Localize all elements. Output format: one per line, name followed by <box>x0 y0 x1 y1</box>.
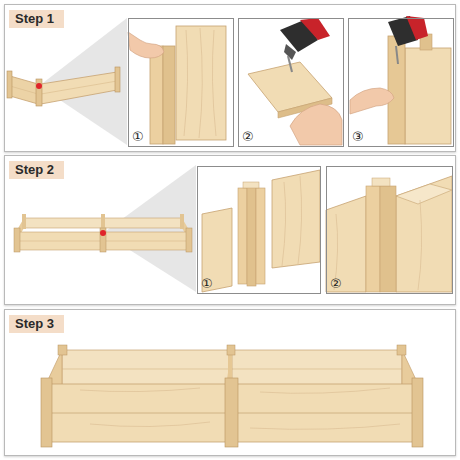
callout-number: ③ <box>352 130 364 144</box>
board-insert <box>176 26 226 140</box>
board-insert <box>184 28 216 138</box>
raised-bed <box>80 388 400 429</box>
post-assembled <box>380 186 396 292</box>
callout-number: ② <box>330 277 342 291</box>
long-bed <box>100 228 106 252</box>
step-panel: Step 3 <box>4 309 456 456</box>
bed-corner <box>115 67 120 92</box>
post-parts <box>243 182 259 188</box>
long-bed <box>22 214 26 229</box>
callout-number: ① <box>132 130 144 144</box>
drill-board <box>290 104 342 145</box>
drill-corner <box>405 48 451 144</box>
step-panel: Step 2 ① ② <box>4 155 456 305</box>
post-parts <box>202 208 232 292</box>
raised-bed <box>397 345 406 355</box>
post-parts <box>238 188 247 284</box>
post-assembled <box>366 186 380 292</box>
detail-inset: ③ <box>348 18 454 147</box>
raised-bed <box>227 345 235 355</box>
bed-corner <box>41 81 117 94</box>
zoom-wedge <box>39 18 127 145</box>
long-bed <box>14 228 20 252</box>
post-assembled <box>334 200 422 290</box>
drill-corner <box>350 16 451 144</box>
step-heading: Step 2 <box>9 161 64 179</box>
drill-board <box>288 56 292 72</box>
bed-corner <box>10 76 38 104</box>
raised-bed <box>41 345 423 447</box>
board-insert <box>150 46 163 144</box>
drill-corner <box>396 46 398 64</box>
drill-board <box>300 18 330 40</box>
board-insert <box>128 32 164 58</box>
step-heading: Step 1 <box>9 10 64 28</box>
long-bed <box>100 230 106 236</box>
post-parts <box>256 188 265 284</box>
detail-inset: ① <box>128 18 234 147</box>
post-parts <box>272 170 320 268</box>
drill-corner <box>406 16 428 40</box>
drill-corner <box>388 36 405 144</box>
board-insert <box>163 46 175 144</box>
bed-corner <box>7 67 120 106</box>
bed-corner <box>36 83 42 89</box>
drill-board <box>284 44 296 60</box>
detail-inset: ② <box>326 166 453 294</box>
long-bed <box>14 214 192 252</box>
drill-corner <box>350 88 394 114</box>
post-assembled <box>326 176 452 292</box>
drill-board <box>248 18 342 145</box>
long-bed <box>180 214 184 229</box>
bed-corner <box>36 79 42 106</box>
post-assembled <box>372 178 390 186</box>
bed-corner <box>7 71 12 98</box>
post-assembled <box>396 184 452 204</box>
long-bed <box>101 214 105 229</box>
post-parts <box>202 170 320 292</box>
zoom-wedge <box>39 18 196 292</box>
zoom-wedge <box>103 165 196 292</box>
bed-corner <box>41 72 117 104</box>
step-heading: Step 3 <box>9 315 64 333</box>
raised-bed <box>41 378 52 447</box>
step-panel: Step 1 ① ② ③ <box>4 4 456 152</box>
board-insert <box>128 26 226 144</box>
post-assembled <box>326 196 366 292</box>
callout-number: ① <box>201 277 213 291</box>
post-assembled <box>396 176 452 292</box>
raised-bed <box>225 378 238 447</box>
bed-corner <box>10 86 38 94</box>
post-parts <box>282 176 302 266</box>
long-bed <box>186 228 192 252</box>
raised-bed <box>412 378 423 447</box>
raised-bed <box>58 345 67 355</box>
callout-number: ② <box>242 130 254 144</box>
detail-inset: ① <box>197 166 321 294</box>
detail-inset: ② <box>238 18 344 147</box>
post-parts <box>247 186 256 286</box>
